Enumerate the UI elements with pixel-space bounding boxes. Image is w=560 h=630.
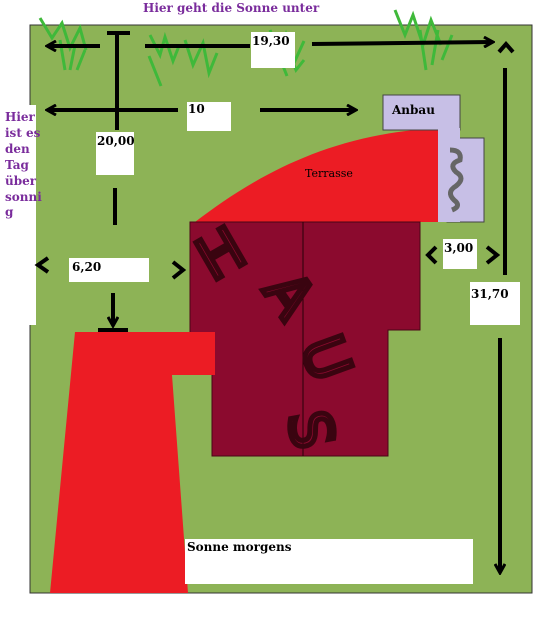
- front-path: [50, 332, 215, 593]
- dim-box-top-width: [251, 32, 295, 68]
- west-side-line: über: [5, 174, 37, 188]
- annex: [382, 94, 485, 223]
- morning-sun-label: Sonne morgens: [187, 540, 292, 554]
- terrace-label: Terrasse: [305, 167, 353, 180]
- dim-total-depth: 31,70: [471, 287, 509, 301]
- west-side-line: ist es: [5, 126, 41, 140]
- dim-top-width: 19,30: [252, 34, 290, 48]
- dimension-arrows: [34, 31, 515, 572]
- dim-inner-width: 10: [188, 102, 205, 116]
- west-side-line: Tag: [5, 158, 30, 172]
- dim-box-left-gap: [69, 258, 149, 282]
- west-text-strip: [0, 105, 36, 325]
- dim-left-gap: 6,20: [72, 260, 101, 274]
- west-side-line: den: [5, 142, 30, 156]
- west-side-line: g: [5, 205, 14, 219]
- dim-box-total-depth: [470, 282, 520, 325]
- annex-label: Anbau: [391, 103, 435, 117]
- west-side-line: Hier: [5, 110, 36, 124]
- dim-box-right-gap: [443, 239, 477, 269]
- morning-sun-box: [185, 539, 473, 584]
- west-side-note: Hier ist es den Tag über sonni g: [5, 110, 42, 219]
- dim-box-front-depth: [96, 132, 134, 175]
- dim-box-inner-width: [187, 102, 231, 131]
- west-side-line: sonni: [5, 190, 42, 204]
- terrace: [195, 128, 450, 222]
- dim-right-gap: 3,00: [444, 241, 473, 255]
- sunset-label: Hier geht die Sonne unter: [143, 1, 320, 15]
- dim-front-depth: 20,00: [97, 134, 135, 148]
